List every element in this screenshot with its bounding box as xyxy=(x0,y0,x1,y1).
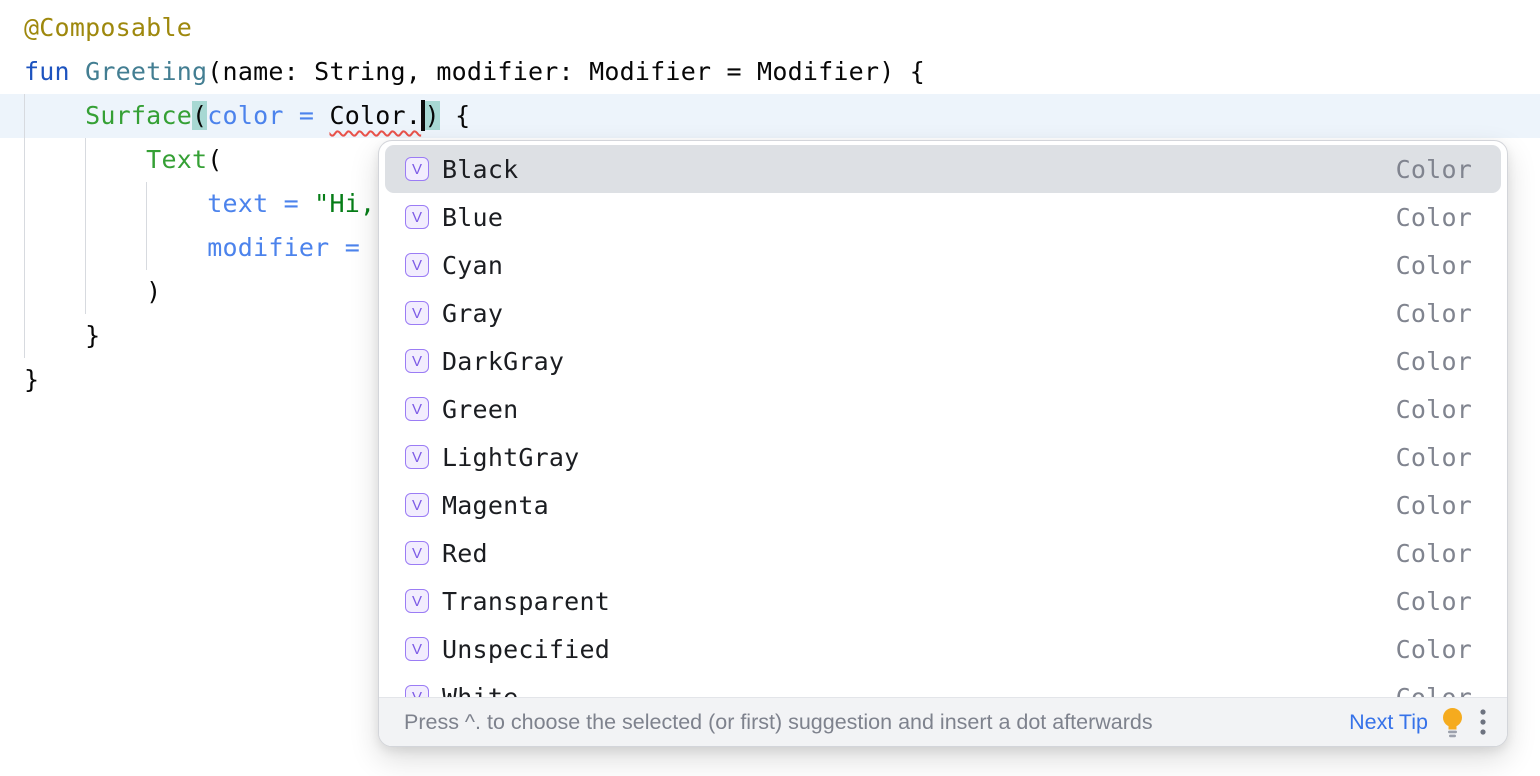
code-token: ( xyxy=(207,145,223,174)
code-token xyxy=(24,101,85,130)
completion-item-type: Color xyxy=(1395,538,1472,568)
completion-item-label: Unspecified xyxy=(442,634,610,664)
completion-item[interactable]: V LightGray Color xyxy=(385,433,1501,481)
variable-icon: V xyxy=(405,349,429,373)
completion-item-label: Red xyxy=(442,538,488,568)
code-token xyxy=(24,189,207,218)
line-fun-signature[interactable]: fun Greeting(name: String, modifier: Mod… xyxy=(0,50,1540,94)
completion-item[interactable]: V Blue Color xyxy=(385,193,1501,241)
indent-guide xyxy=(146,182,147,270)
completion-item-type: Color xyxy=(1395,634,1472,664)
variable-icon: V xyxy=(405,301,429,325)
variable-icon-letter: V xyxy=(411,352,422,370)
completion-item-label: Transparent xyxy=(442,586,610,616)
line-text-argument[interactable]: text = "Hi, xyxy=(0,182,1540,226)
variable-icon-letter: V xyxy=(411,640,422,658)
completion-item-label: Black xyxy=(442,154,519,184)
code-token: Surface xyxy=(85,101,192,130)
completion-item[interactable]: V Transparent Color xyxy=(385,577,1501,625)
completion-item-label: Blue xyxy=(442,202,504,232)
variable-icon: V xyxy=(405,253,429,277)
line-close-brace-outer[interactable]: } xyxy=(0,358,1540,402)
variable-icon: V xyxy=(405,589,429,613)
code-token: "Hi, xyxy=(314,189,376,218)
code-token: } xyxy=(24,321,101,350)
completion-item-label: Cyan xyxy=(442,250,504,280)
variable-icon: V xyxy=(405,493,429,517)
completion-item-type: Color xyxy=(1395,586,1472,616)
next-tip-link[interactable]: Next Tip xyxy=(1349,709,1428,734)
variable-icon-letter: V xyxy=(411,304,422,322)
code-token: Text xyxy=(146,145,208,174)
completion-item[interactable]: V DarkGray Color xyxy=(385,337,1501,385)
completion-item-type: Color xyxy=(1395,442,1472,472)
completion-hint-text: Press ^. to choose the selected (or firs… xyxy=(404,709,1153,734)
variable-icon: V xyxy=(405,541,429,565)
completion-item-type: Color xyxy=(1395,346,1472,376)
code-completion-popup: V Black Color V Blue Color V Cyan Color … xyxy=(378,140,1508,747)
variable-icon: V xyxy=(405,205,429,229)
text-caret xyxy=(421,100,425,131)
code-token: { xyxy=(439,101,471,130)
variable-icon: V xyxy=(405,445,429,469)
variable-icon-letter: V xyxy=(411,160,422,178)
completion-item[interactable]: V Unspecified Color xyxy=(385,625,1501,673)
completion-item-type: Color xyxy=(1395,490,1472,520)
completion-item[interactable]: V Green Color xyxy=(385,385,1501,433)
variable-icon: V xyxy=(405,397,429,421)
completion-item-type: Color xyxy=(1395,298,1472,328)
completion-footer: Press ^. to choose the selected (or firs… xyxy=(379,697,1507,746)
lightbulb-icon[interactable] xyxy=(1440,707,1465,738)
code-token: (name: String, modifier: Modifier = Modi… xyxy=(207,57,926,86)
code-token: ) xyxy=(24,277,162,306)
line-text-call[interactable]: Text( xyxy=(0,138,1540,182)
completion-item-label: Green xyxy=(442,394,519,424)
variable-icon-letter: V xyxy=(411,256,422,274)
completion-item[interactable]: V Black Color xyxy=(385,145,1501,193)
completion-item-type: Color xyxy=(1395,394,1472,424)
variable-icon-letter: V xyxy=(411,448,422,466)
code-token: color = xyxy=(207,101,315,130)
code-token: Greeting xyxy=(85,57,208,86)
code-token: } xyxy=(24,365,40,394)
completion-item[interactable]: V Red Color xyxy=(385,529,1501,577)
completion-item-type: Color xyxy=(1395,250,1472,280)
code-token xyxy=(314,101,329,130)
code-token: modifier = xyxy=(207,233,376,262)
completion-item-type: Color xyxy=(1395,202,1472,232)
code-token: ( xyxy=(192,101,208,130)
code-token xyxy=(70,57,85,86)
completion-item-label: DarkGray xyxy=(442,346,565,376)
line-surface-call[interactable]: Surface(color = Color.) { xyxy=(0,94,1540,138)
kebab-menu-icon[interactable] xyxy=(1479,706,1487,738)
completion-list: V Black Color V Blue Color V Cyan Color … xyxy=(379,141,1507,721)
variable-icon-letter: V xyxy=(411,208,422,226)
code-token: Color. xyxy=(329,101,422,130)
completion-item[interactable]: V Magenta Color xyxy=(385,481,1501,529)
completion-item-label: LightGray xyxy=(442,442,580,472)
completion-item[interactable]: V Gray Color xyxy=(385,289,1501,337)
variable-icon: V xyxy=(405,637,429,661)
line-close-brace-inner[interactable]: } xyxy=(0,314,1540,358)
code-token: ) xyxy=(424,101,440,130)
line-modifier-argument[interactable]: modifier = xyxy=(0,226,1540,270)
completion-item-label: Magenta xyxy=(442,490,549,520)
code-token xyxy=(24,233,207,262)
variable-icon-letter: V xyxy=(411,496,422,514)
variable-icon-letter: V xyxy=(411,400,422,418)
indent-guide xyxy=(85,138,86,314)
code-token: @Composable xyxy=(24,13,192,42)
completion-item-label: Gray xyxy=(442,298,504,328)
code-token: text = xyxy=(207,189,315,218)
line-annotation[interactable]: @Composable xyxy=(0,6,1540,50)
indent-guide xyxy=(24,94,25,358)
variable-icon-letter: V xyxy=(411,592,422,610)
variable-icon-letter: V xyxy=(411,544,422,562)
line-close-paren[interactable]: ) xyxy=(0,270,1540,314)
completion-item-type: Color xyxy=(1395,154,1472,184)
code-token: fun xyxy=(24,57,70,86)
completion-item[interactable]: V Cyan Color xyxy=(385,241,1501,289)
variable-icon: V xyxy=(405,157,429,181)
